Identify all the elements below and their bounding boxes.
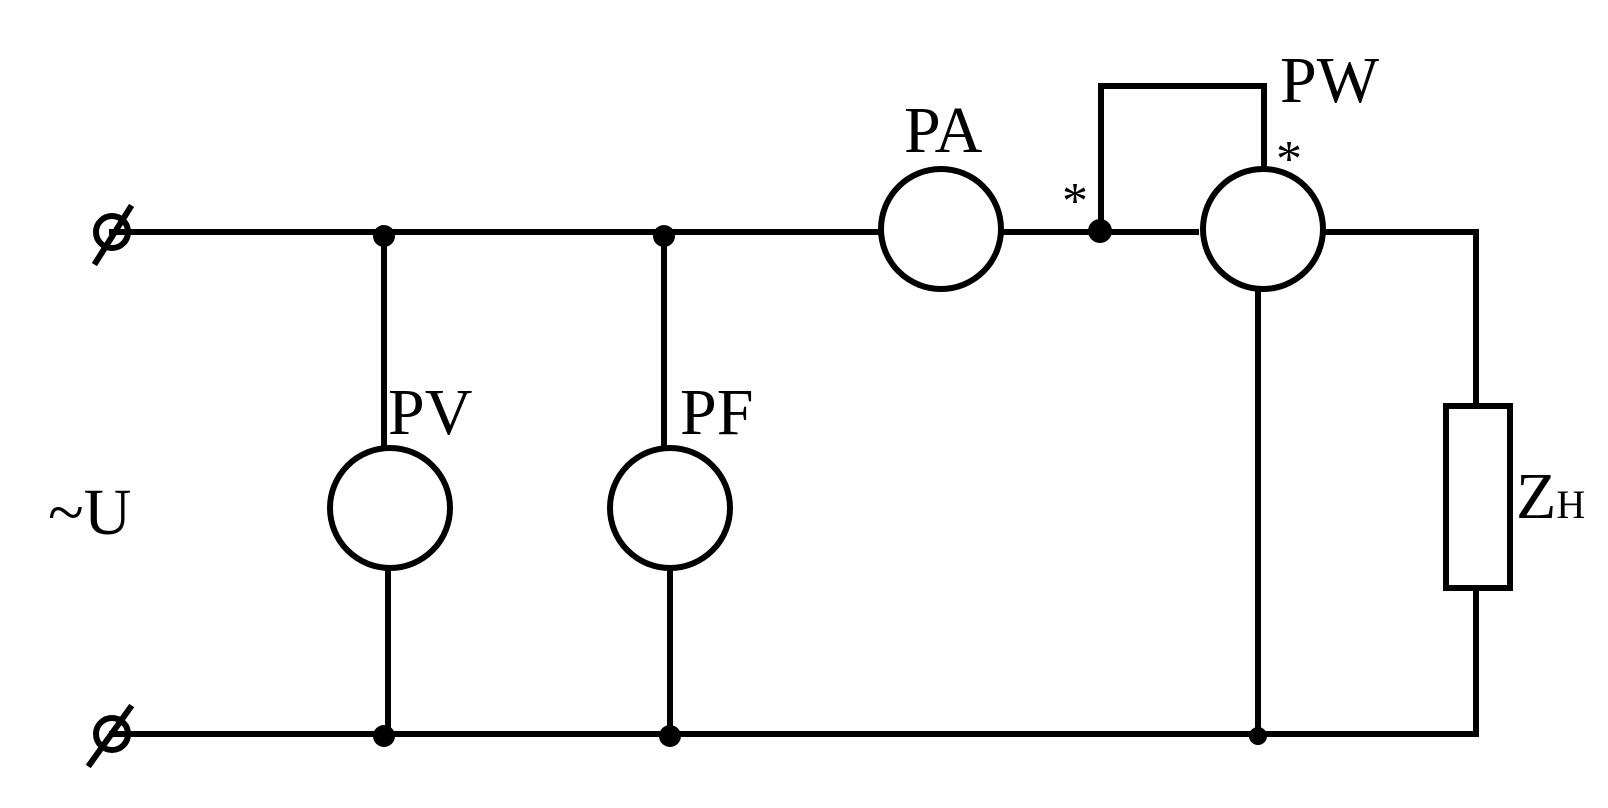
terminal-bottom-circle	[93, 715, 131, 753]
junction-dot	[659, 725, 681, 747]
junction-dot	[653, 225, 675, 247]
junction-dot	[1249, 727, 1267, 745]
terminal-top-circle	[93, 213, 131, 251]
frequency-meter-circle	[607, 445, 733, 571]
polarity-mark-current-coil: *	[1062, 173, 1088, 230]
voltmeter-circle	[327, 445, 453, 571]
junction-dot	[373, 225, 395, 247]
ammeter-label: PA	[904, 94, 983, 167]
terminal-bottom-slash	[85, 703, 135, 769]
load-impedance-symbol: Z	[1516, 460, 1556, 533]
voltmeter-label: PV	[388, 376, 472, 449]
wattmeter-label: PW	[1280, 44, 1380, 117]
wattmeter-circle	[1200, 166, 1326, 292]
load-impedance-box	[1443, 403, 1513, 591]
wattmeter-voltage-coil-wire	[1098, 83, 1267, 235]
source-voltage-label: ~U	[48, 476, 131, 549]
junction-dot	[1088, 219, 1112, 243]
frequency-meter-label: PF	[680, 376, 753, 449]
polarity-mark-voltage-coil: *	[1276, 131, 1302, 188]
load-impedance-label: ZH	[1516, 460, 1585, 533]
terminal-top-slash	[91, 203, 135, 267]
ammeter-circle	[878, 166, 1004, 292]
load-impedance-subscript: H	[1556, 482, 1585, 527]
junction-dot	[373, 725, 395, 747]
